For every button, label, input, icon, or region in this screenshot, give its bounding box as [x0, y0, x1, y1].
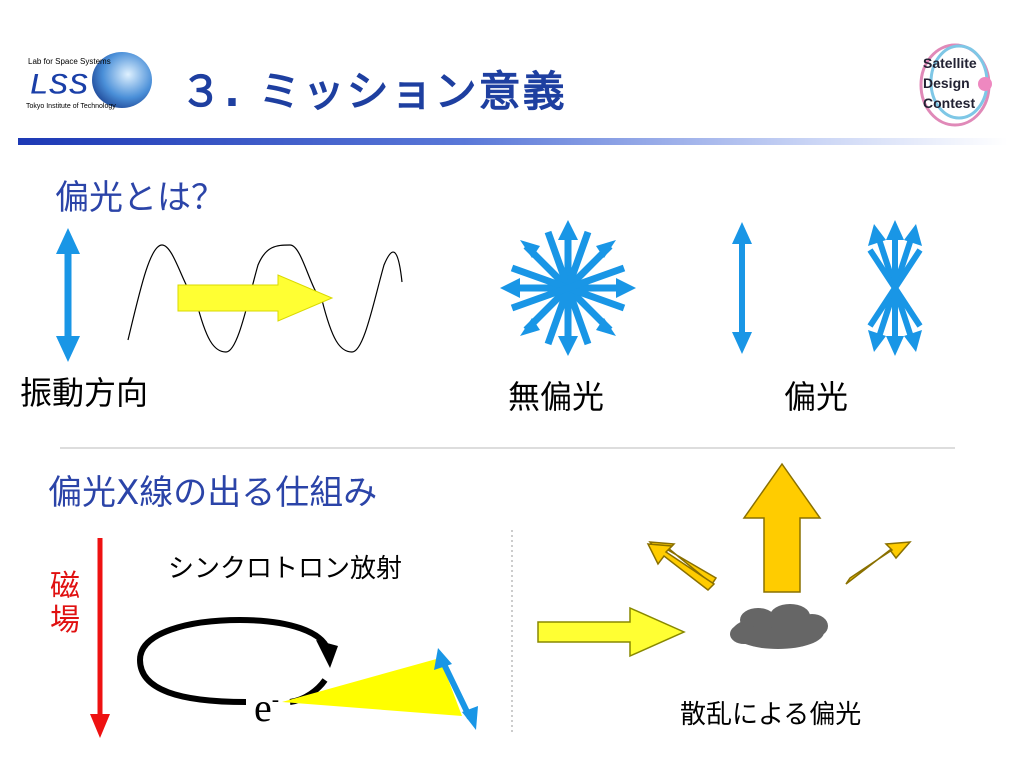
section-heading-polarization: 偏光とは？ [55, 178, 225, 218]
scattering-cloud [730, 604, 828, 649]
electron-charge: - [271, 686, 280, 712]
unpolarized-light-icon [508, 228, 628, 348]
light-wave [127, 244, 403, 353]
sdc-logo-line-2: Design [923, 75, 970, 91]
electron-orbit [136, 616, 338, 705]
scattered-up-arrow [742, 462, 822, 593]
scattered-left-arrow-shape [646, 543, 716, 591]
lss-logo: Lab for Space Systems LSS Tokyo Institut… [22, 50, 152, 112]
polarized-bundle-icon [867, 228, 923, 348]
propagation-arrow [177, 274, 334, 322]
electron-letter: e [254, 685, 272, 730]
magnetic-field-char-2: 場 [50, 603, 80, 638]
scattered-right-arrow [845, 541, 912, 585]
unpolarized-arrowheads [500, 220, 636, 356]
sdc-logo-line-3: Contest [923, 95, 975, 111]
synchrotron-label: シンクロトロン放射 [168, 554, 403, 584]
page-title: ３. ミッション意義 [180, 67, 567, 116]
section-heading-xray-mechanism: 偏光X線の出る仕組み [48, 473, 378, 513]
polarized-label: 偏光 [784, 378, 849, 416]
unpolarized-label: 無偏光 [508, 378, 605, 416]
incident-xray-arrow [537, 606, 686, 658]
lss-logo-bottom-text: Tokyo Institute of Technology [26, 103, 116, 110]
lss-logo-main-text: LSS [30, 68, 88, 101]
magnetic-field-label: 磁 場 [50, 570, 80, 638]
polarized-single-arrow [732, 222, 752, 354]
vibration-direction-arrow [56, 228, 80, 362]
vibration-direction-label: 振動方向 [20, 374, 149, 412]
magnetic-field-char-1: 磁 [50, 569, 80, 604]
satellite-design-contest-logo: Satellite Design Contest [915, 40, 997, 130]
scattering-label: 散乱による偏光 [680, 700, 862, 730]
polarized-bundle-arrowheads [868, 220, 922, 356]
magnetic-field-arrow [90, 538, 110, 738]
sdc-logo-line-1: Satellite [923, 55, 977, 71]
synchrotron-emission-cone [282, 658, 462, 716]
header-divider [18, 138, 1008, 145]
synchrotron-polarization-arrow [434, 648, 478, 730]
electron-symbol: e- [254, 684, 279, 731]
lss-logo-top-text: Lab for Space Systems [28, 57, 111, 66]
